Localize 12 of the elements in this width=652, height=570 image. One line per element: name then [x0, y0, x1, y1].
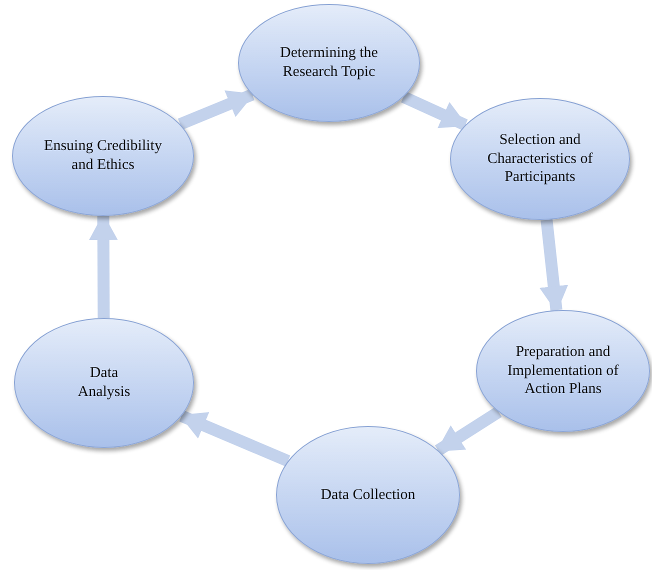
block-arrow	[401, 91, 468, 130]
block-arrow	[178, 89, 254, 130]
node-label: Determining the Research Topic	[279, 44, 379, 82]
node-label: Selection and Characteristics of Participants	[486, 130, 594, 188]
block-arrow	[179, 410, 290, 467]
node-label: Ensuing Credibility and Ethics	[43, 137, 163, 175]
block-arrow	[540, 219, 568, 313]
node-label: Data Collection	[320, 486, 416, 504]
block-arrow	[434, 406, 502, 456]
node-label: Preparation and Implementation of Action Plans	[506, 342, 620, 400]
node-label: Data Analysis	[76, 364, 132, 402]
block-arrow	[88, 214, 118, 318]
